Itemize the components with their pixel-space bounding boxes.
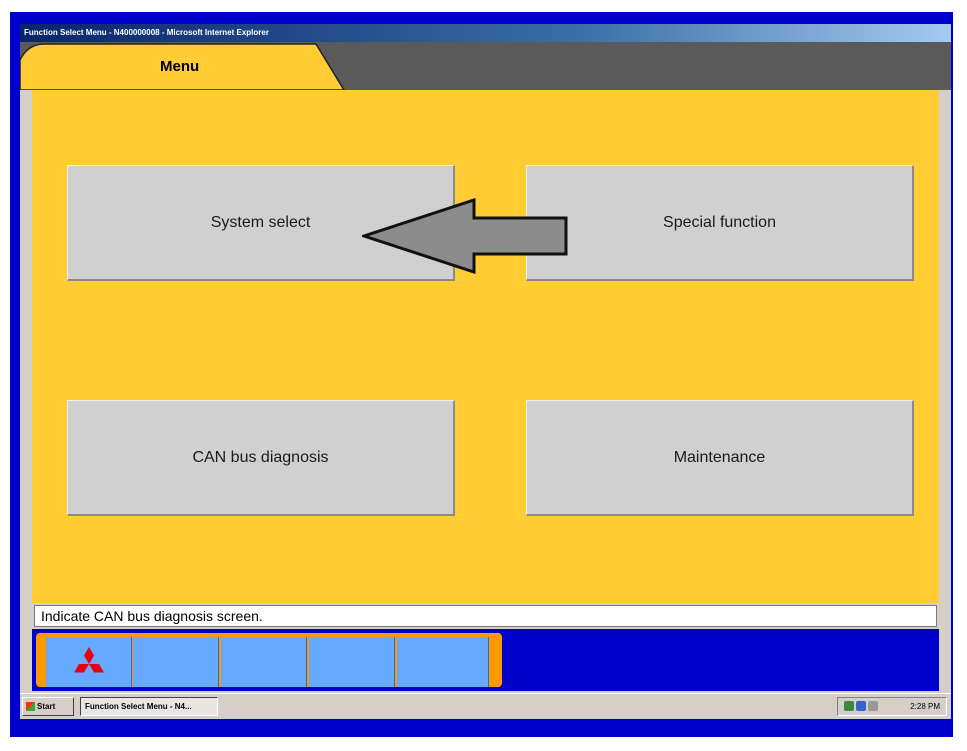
bottom-border	[20, 719, 951, 735]
system-tray: 2:28 PM	[837, 697, 947, 716]
toolbar-button-2[interactable]	[133, 637, 219, 687]
clock: 2:28 PM	[910, 702, 940, 711]
volume-icon[interactable]	[868, 701, 878, 711]
tab-bar: Menu	[20, 42, 951, 90]
windows-taskbar: Start Function Select Menu - N4... 2:28 …	[20, 693, 951, 719]
toolbar-button-5[interactable]	[397, 637, 489, 687]
tray-icons	[844, 701, 878, 712]
mitsubishi-logo-button[interactable]	[46, 637, 132, 687]
special-function-button[interactable]: Special function	[526, 165, 914, 281]
toolbar-button-3[interactable]	[221, 637, 307, 687]
window-titlebar: Function Select Menu - N400000008 - Micr…	[20, 24, 951, 42]
menu-tab-shape	[20, 43, 345, 90]
taskbar-item-function-select[interactable]: Function Select Menu - N4...	[80, 697, 218, 716]
left-arrow-icon	[362, 198, 568, 274]
bottom-toolbar	[32, 629, 939, 691]
network-icon[interactable]	[844, 701, 854, 711]
start-label: Start	[37, 702, 56, 711]
status-message: Indicate CAN bus diagnosis screen.	[34, 605, 937, 627]
windows-logo-icon	[26, 702, 35, 711]
start-button[interactable]: Start	[22, 697, 74, 716]
system-select-button[interactable]: System select	[67, 165, 455, 281]
browser-window: Function Select Menu - N400000008 - Micr…	[20, 24, 951, 735]
tab-menu[interactable]: Menu	[160, 58, 200, 75]
connection-icon[interactable]	[856, 701, 866, 711]
menu-panel: System select Special function CAN bus d…	[32, 90, 939, 603]
can-bus-diagnosis-button[interactable]: CAN bus diagnosis	[67, 400, 455, 516]
mitsubishi-logo-icon	[74, 647, 104, 673]
maintenance-button[interactable]: Maintenance	[526, 400, 914, 516]
toolbar-button-4[interactable]	[309, 637, 395, 687]
